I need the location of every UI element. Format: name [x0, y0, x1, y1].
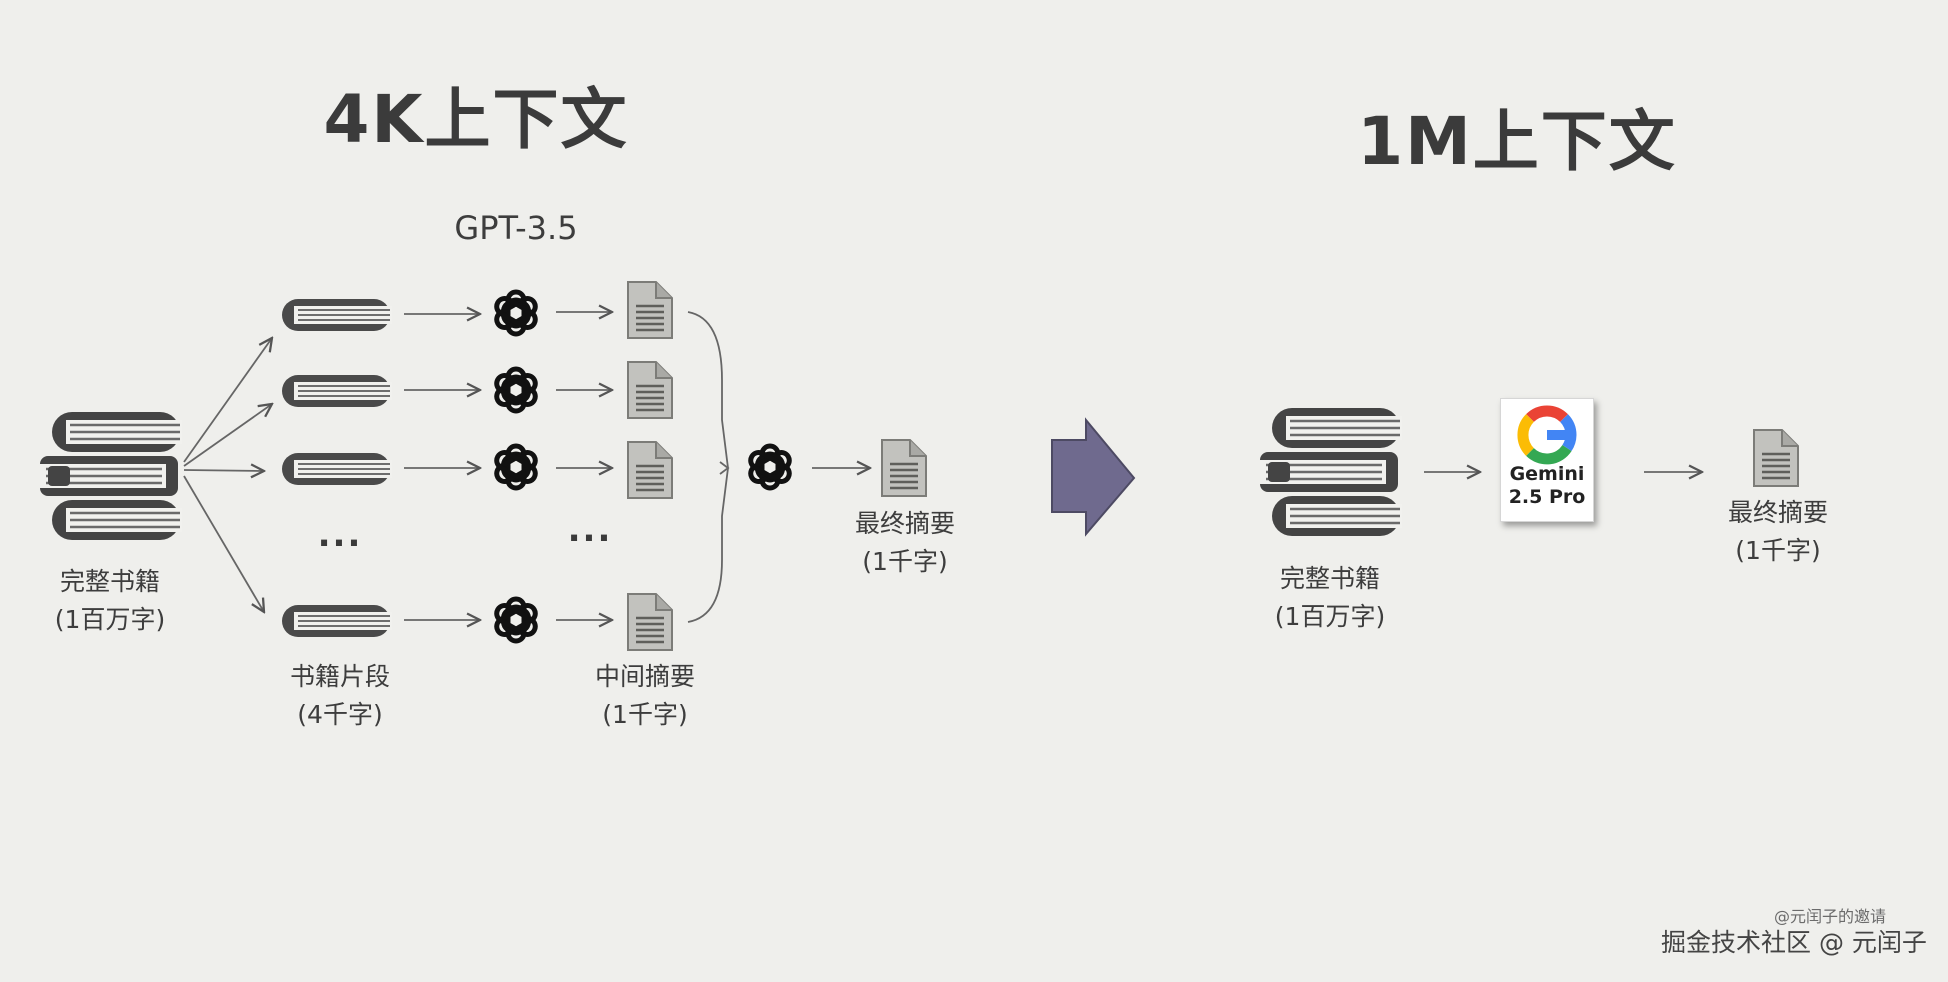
google-g-icon	[1517, 405, 1577, 465]
left-final-summary-size: (1千字)	[862, 547, 948, 576]
chunk-ellipsis: ...	[317, 515, 363, 555]
full-book-stack-icon	[38, 410, 184, 542]
watermark-main: 掘金技术社区 @ 元闰子	[1661, 928, 1927, 957]
left-final-summary-title: 最终摘要	[854, 509, 956, 538]
document-icon	[626, 592, 674, 652]
openai-logo-icon	[494, 599, 538, 641]
summary-arrows	[556, 312, 612, 620]
right-full-book-size: (1百万字)	[1274, 602, 1386, 631]
final-summary-document-icon	[1752, 428, 1800, 488]
right-final-summary-label: 最终摘要 (1千字)	[1728, 494, 1828, 570]
openai-logo-icon	[494, 446, 538, 488]
model-label: GPT-3.5	[454, 209, 578, 247]
right-final-summary-size: (1千字)	[1735, 536, 1821, 565]
full-book-stack-icon	[1258, 406, 1404, 538]
right-title: 1M上下文	[1357, 103, 1677, 180]
left-full-book-size: (1百万字)	[54, 605, 166, 634]
summary-ellipsis: ...	[567, 510, 613, 550]
right-final-summary-title: 最终摘要	[1727, 498, 1829, 527]
left-full-book-title: 完整书籍	[59, 567, 161, 596]
chunk-size: (4千字)	[297, 700, 383, 729]
openai-logo-icon	[494, 292, 538, 334]
gemini-name: Gemini	[1509, 463, 1585, 485]
openai-logo-icon	[748, 446, 792, 488]
chunk-title: 书籍片段	[289, 662, 391, 691]
transition-arrow-icon	[1051, 417, 1136, 537]
book-chunk-icon	[281, 604, 393, 638]
final-summary-document-icon	[880, 438, 928, 498]
document-icon	[626, 280, 674, 340]
right-full-book-label: 完整书籍 (1百万字)	[1275, 560, 1385, 636]
left-title: 4K上下文	[323, 81, 629, 158]
openai-logo-icon	[494, 369, 538, 411]
mid-summary-size: (1千字)	[602, 700, 688, 729]
left-final-summary-label: 最终摘要 (1千字)	[855, 505, 955, 581]
mid-summary-title: 中间摘要	[594, 662, 696, 691]
left-full-book-label: 完整书籍 (1百万字)	[55, 563, 165, 639]
book-chunk-icon	[281, 452, 393, 486]
document-icon	[626, 440, 674, 500]
watermark-small: @元闰子的邀请	[1774, 907, 1887, 926]
mid-summary-label: 中间摘要 (1千字)	[595, 658, 695, 734]
book-chunk-icon	[281, 298, 393, 332]
right-full-book-title: 完整书籍	[1279, 564, 1381, 593]
document-icon	[626, 360, 674, 420]
book-chunk-icon	[281, 374, 393, 408]
chunk-arrows	[404, 314, 480, 620]
gemini-version: 2.5 Pro	[1508, 486, 1586, 508]
merge-brace	[687, 311, 729, 623]
fanout-arrows	[183, 338, 272, 612]
chunk-label: 书籍片段 (4千字)	[290, 658, 390, 734]
gemini-logo-card: Gemini 2.5 Pro	[1500, 398, 1594, 522]
